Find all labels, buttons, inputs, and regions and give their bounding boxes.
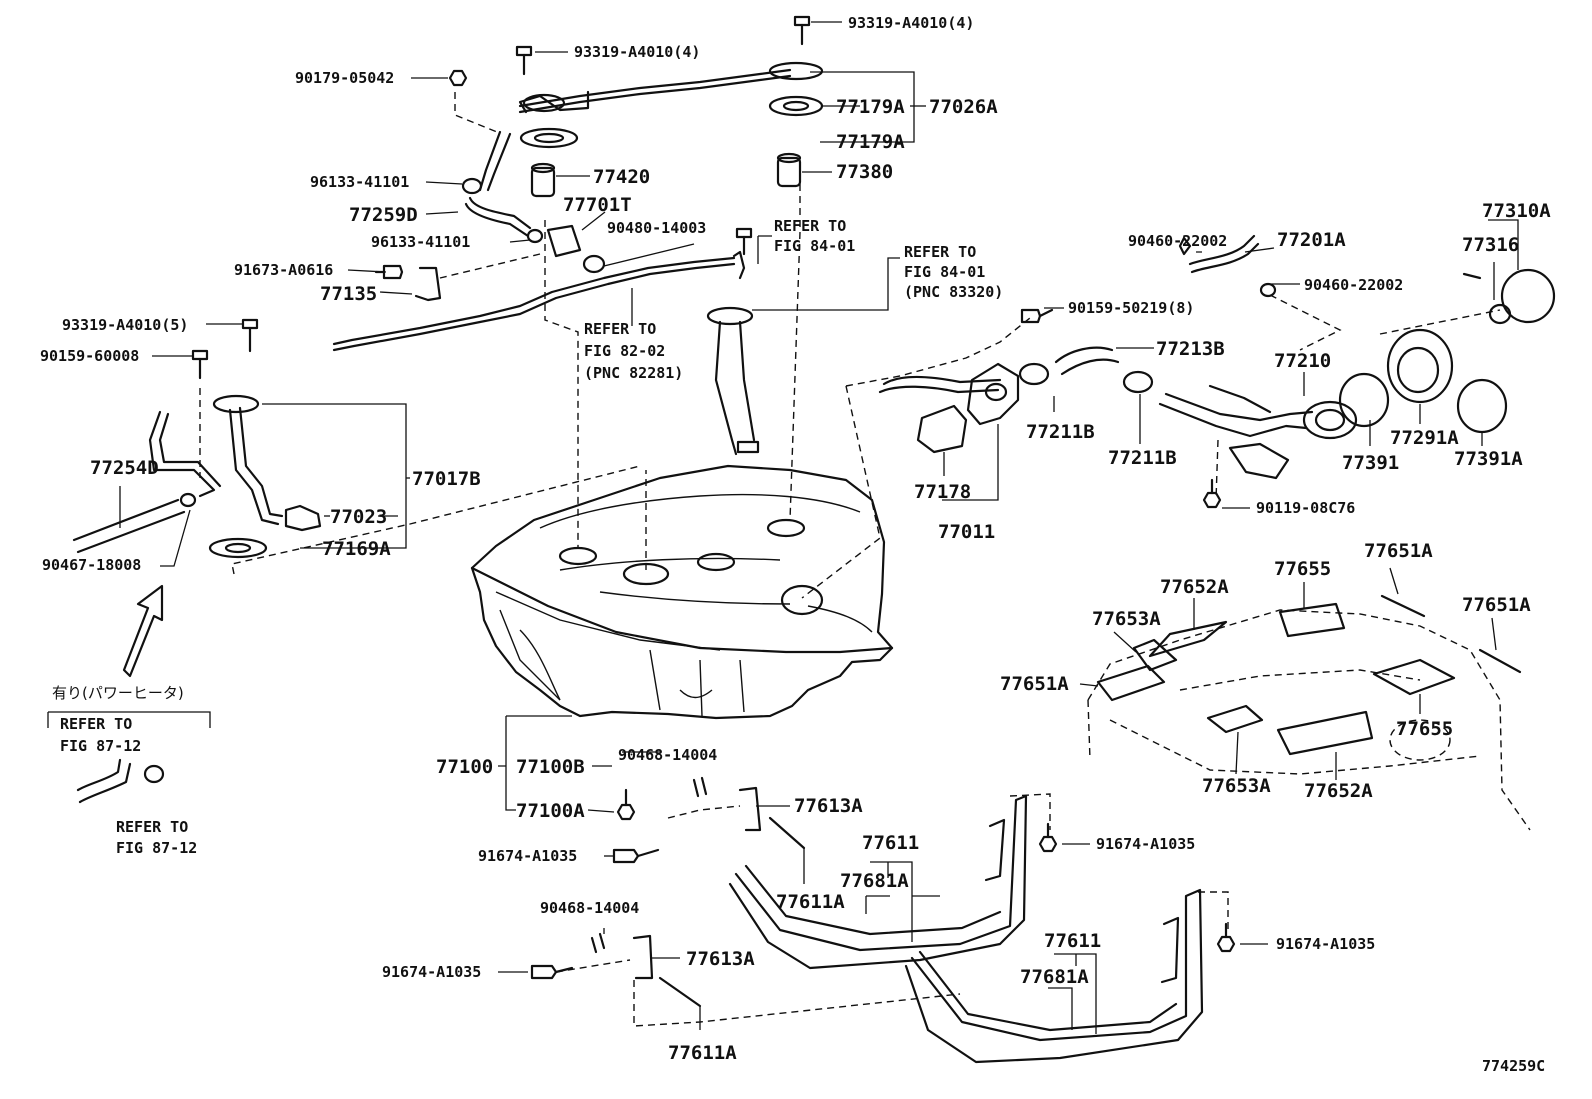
part-number-label: 77179A bbox=[836, 131, 905, 153]
heat-insulator-panel bbox=[1087, 594, 1531, 831]
part-number-label: 90119-08C76 bbox=[1256, 499, 1355, 517]
part-number-label: 90460-22002 bbox=[1304, 276, 1403, 294]
part-number-label: 77653A bbox=[1202, 775, 1271, 797]
part-number-label: 90480-14003 bbox=[607, 219, 706, 237]
part-number-label: 77651A bbox=[1364, 540, 1433, 562]
top-pipe-assembly bbox=[478, 61, 824, 192]
part-number-label: 77179A bbox=[836, 96, 905, 118]
part-number-label: 77211B bbox=[1026, 421, 1095, 443]
part-number-label: 90468-14004 bbox=[618, 746, 717, 764]
part-number-label: 77652A bbox=[1160, 576, 1229, 598]
power-heater-note: 有り(パワーヒータ) bbox=[52, 684, 184, 702]
part-number-label: 77169A bbox=[322, 538, 391, 560]
part-number-label: 77651A bbox=[1462, 594, 1531, 616]
part-number-label: 77011 bbox=[938, 521, 995, 543]
part-number-label: 90179-05042 bbox=[295, 69, 394, 87]
part-number-label: 77681A bbox=[840, 870, 909, 892]
part-number-label: 91674-A1035 bbox=[478, 847, 577, 865]
part-number-label: 77611A bbox=[776, 891, 845, 913]
part-number-label: 77316 bbox=[1462, 234, 1519, 256]
part-number-label: 77613A bbox=[686, 948, 755, 970]
part-number-label: 91674-A1035 bbox=[1096, 835, 1195, 853]
part-number-label: 90468-14004 bbox=[540, 899, 639, 917]
fuel-tank-drawing bbox=[470, 464, 894, 720]
part-number-label: 77653A bbox=[1092, 608, 1161, 630]
refer-to-note: (PNC 83320) bbox=[904, 283, 1003, 301]
part-number-label: 93319-A4010(4) bbox=[848, 14, 974, 32]
refer-to-note: FIG 87-12 bbox=[116, 839, 197, 857]
filler-pipe-assembly bbox=[878, 268, 1556, 480]
part-number-label: 77178 bbox=[914, 481, 971, 503]
part-number-label: 77613A bbox=[794, 795, 863, 817]
part-number-label: 77655 bbox=[1274, 558, 1331, 580]
bolt-icons bbox=[191, 15, 1236, 980]
refer-to-note: FIG 82-02 bbox=[584, 342, 665, 360]
refer-to-note: FIG 84-01 bbox=[904, 263, 985, 281]
hoses-and-clamps bbox=[72, 152, 1277, 804]
part-number-label: 77380 bbox=[836, 161, 893, 183]
part-number-label: 93319-A4010(4) bbox=[574, 43, 700, 61]
part-number-label: 77611A bbox=[668, 1042, 737, 1064]
part-number-label: 77135 bbox=[320, 283, 377, 305]
refer-to-note: REFER TO bbox=[774, 217, 846, 235]
part-number-label: 77201A bbox=[1277, 229, 1346, 251]
part-number-label: 77655 bbox=[1396, 718, 1453, 740]
part-labels: 93319-A4010(4) 93319-A4010(4) 90179-0504… bbox=[40, 14, 1551, 1064]
part-number-label: 77611 bbox=[1044, 930, 1101, 952]
dashed-assembly-lines bbox=[199, 92, 1501, 1027]
part-number-label: 77254D bbox=[90, 457, 159, 479]
left-sender-unit bbox=[148, 394, 322, 559]
part-number-label: 96133-41101 bbox=[371, 233, 470, 251]
part-number-label: 90159-60008 bbox=[40, 347, 139, 365]
part-number-label: 77701T bbox=[563, 194, 632, 216]
part-number-label: 77391 bbox=[1342, 452, 1399, 474]
part-number-label: 77210 bbox=[1274, 350, 1331, 372]
part-number-label: 77211B bbox=[1108, 447, 1177, 469]
part-number-label: 90467-18008 bbox=[42, 556, 141, 574]
part-number-label: 96133-41101 bbox=[310, 173, 409, 191]
part-number-label: 77259D bbox=[349, 204, 418, 226]
part-number-label: 93319-A4010(5) bbox=[62, 316, 188, 334]
refer-to-note: (PNC 82281) bbox=[584, 364, 683, 382]
part-number-label: 90159-50219(8) bbox=[1068, 299, 1194, 317]
arrow-icon bbox=[122, 584, 164, 678]
part-number-label: 91673-A0616 bbox=[234, 261, 333, 279]
figure-id: 774259C bbox=[1482, 1057, 1545, 1075]
part-number-label: 77100B bbox=[516, 756, 585, 778]
reference-notes: REFER TO FIG 84-01 REFER TO FIG 84-01 (P… bbox=[52, 217, 1545, 1075]
part-number-label: 77651A bbox=[1000, 673, 1069, 695]
part-number-label: 77017B bbox=[412, 468, 481, 490]
part-number-label: 91674-A1035 bbox=[1276, 935, 1375, 953]
part-number-label: 77023 bbox=[330, 506, 387, 528]
refer-to-note: REFER TO bbox=[116, 818, 188, 836]
tank-straps bbox=[590, 776, 1204, 1064]
part-number-label: 77213B bbox=[1156, 338, 1225, 360]
fuel-pump-assembly bbox=[332, 250, 760, 456]
part-number-label: 90460-22002 bbox=[1128, 232, 1227, 250]
part-number-label: 77310A bbox=[1482, 200, 1551, 222]
part-number-label: 77420 bbox=[593, 166, 650, 188]
part-number-label: 77611 bbox=[862, 832, 919, 854]
refer-to-note: REFER TO bbox=[584, 320, 656, 338]
part-number-label: 91674-A1035 bbox=[382, 963, 481, 981]
refer-to-note: FIG 87-12 bbox=[60, 737, 141, 755]
refer-to-note: REFER TO bbox=[60, 715, 132, 733]
part-number-label: 77391A bbox=[1454, 448, 1523, 470]
leader-lines bbox=[47, 21, 1519, 1034]
refer-to-note: REFER TO bbox=[904, 243, 976, 261]
part-number-label: 77026A bbox=[929, 96, 998, 118]
part-number-label: 77100A bbox=[516, 800, 585, 822]
part-number-label: 77291A bbox=[1390, 427, 1459, 449]
refer-to-note: FIG 84-01 bbox=[774, 237, 855, 255]
part-number-label: 77681A bbox=[1020, 966, 1089, 988]
part-number-label: 77652A bbox=[1304, 780, 1373, 802]
part-number-label: 77100 bbox=[436, 756, 493, 778]
